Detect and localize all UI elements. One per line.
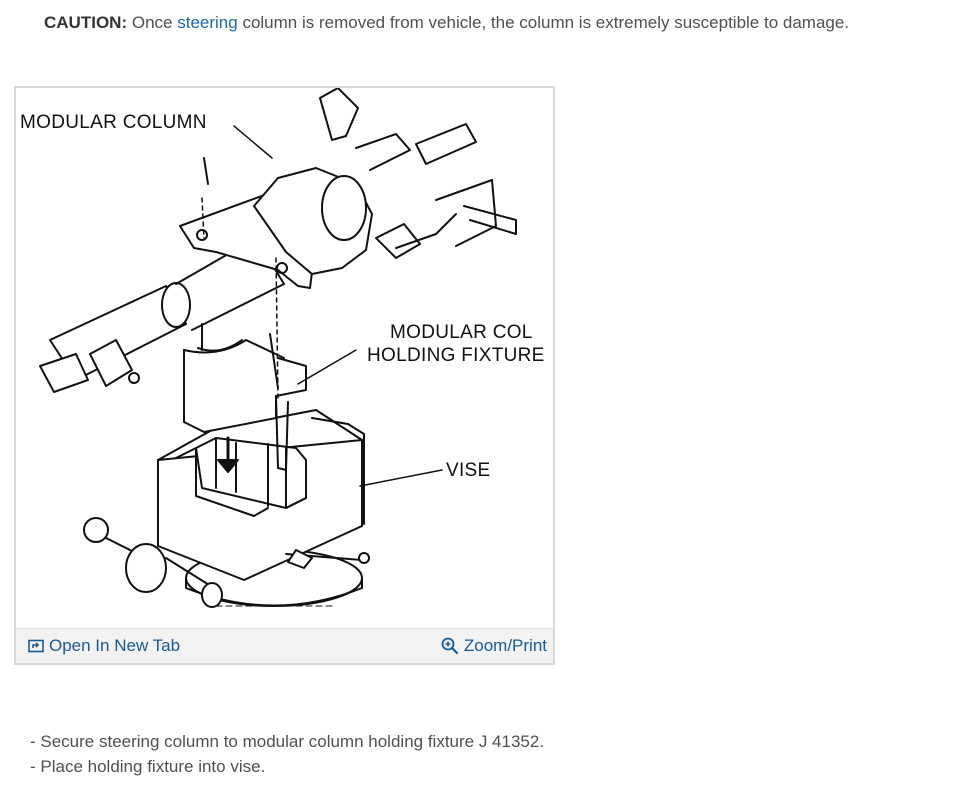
- steering-column-diagram: [39, 88, 517, 608]
- steering-link[interactable]: steering: [177, 13, 238, 32]
- open-in-new-tab-label: Open In New Tab: [49, 636, 181, 655]
- caution-text-before: Once: [131, 13, 173, 32]
- caution-paragraph: CAUTION: Once steering column is removed…: [44, 12, 849, 34]
- caution-text-after: column is removed from vehicle, the colu…: [242, 13, 850, 32]
- caution-label: CAUTION:: [44, 13, 128, 32]
- label-modular-column: MODULAR COLUMN: [20, 112, 207, 133]
- open-in-new-tab-link[interactable]: Open In New Tab: [28, 636, 180, 656]
- zoom-print-label: Zoom/Print: [463, 636, 547, 655]
- step-item: Secure steering column to modular column…: [30, 729, 544, 754]
- steps-list: Secure steering column to modular column…: [30, 729, 544, 779]
- zoom-in-icon: [441, 637, 459, 655]
- label-fixture-line1: MODULAR COL: [390, 322, 533, 343]
- figure-footer: Open In New Tab Zoom/Print: [16, 628, 553, 663]
- label-vise: VISE: [446, 460, 491, 481]
- label-fixture-line2: HOLDING FIXTURE: [367, 345, 545, 366]
- zoom-print-link[interactable]: Zoom/Print: [441, 636, 547, 656]
- open-in-new-tab-icon: [28, 639, 44, 653]
- step-item: Place holding fixture into vise.: [30, 754, 544, 779]
- figure-container: MODULAR COLUMN MODULAR COL HOLDING FIXTU…: [14, 86, 555, 665]
